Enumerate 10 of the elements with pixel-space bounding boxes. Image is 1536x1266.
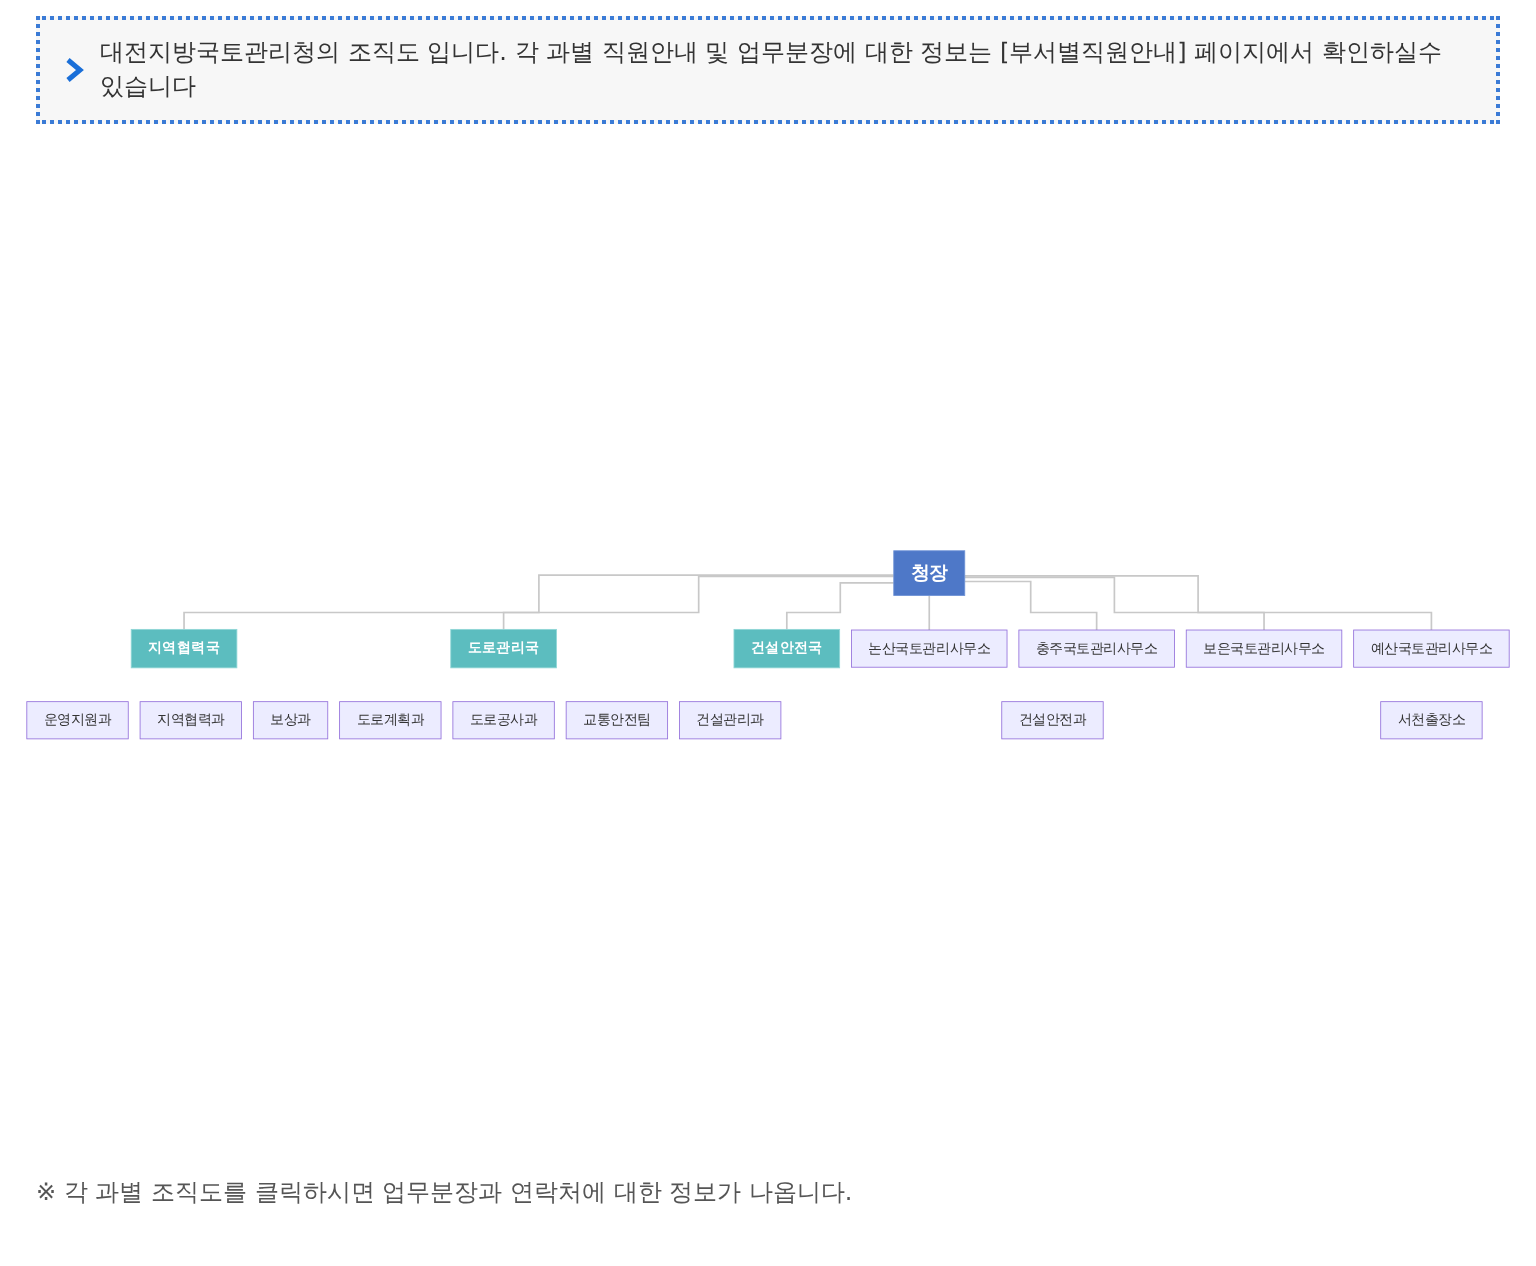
connector	[963, 575, 1265, 631]
notice-text: 대전지방국토관리청의 조직도 입니다. 각 과별 직원안내 및 업무분장에 대한 정보는 [부서별직원안내] 페이지에서 확인하실수 있습니다	[100, 36, 1444, 104]
node-box: 청장	[893, 549, 966, 596]
connector	[502, 574, 895, 630]
connector	[963, 574, 1433, 631]
connector	[183, 573, 895, 630]
connector	[928, 593, 931, 631]
caption: ※ 각 과별 조직도를 클릭하시면 업무분장과 연락처에 대한 정보가 나옵니다.	[36, 1176, 855, 1210]
connector	[785, 581, 895, 630]
connector	[963, 579, 1098, 631]
